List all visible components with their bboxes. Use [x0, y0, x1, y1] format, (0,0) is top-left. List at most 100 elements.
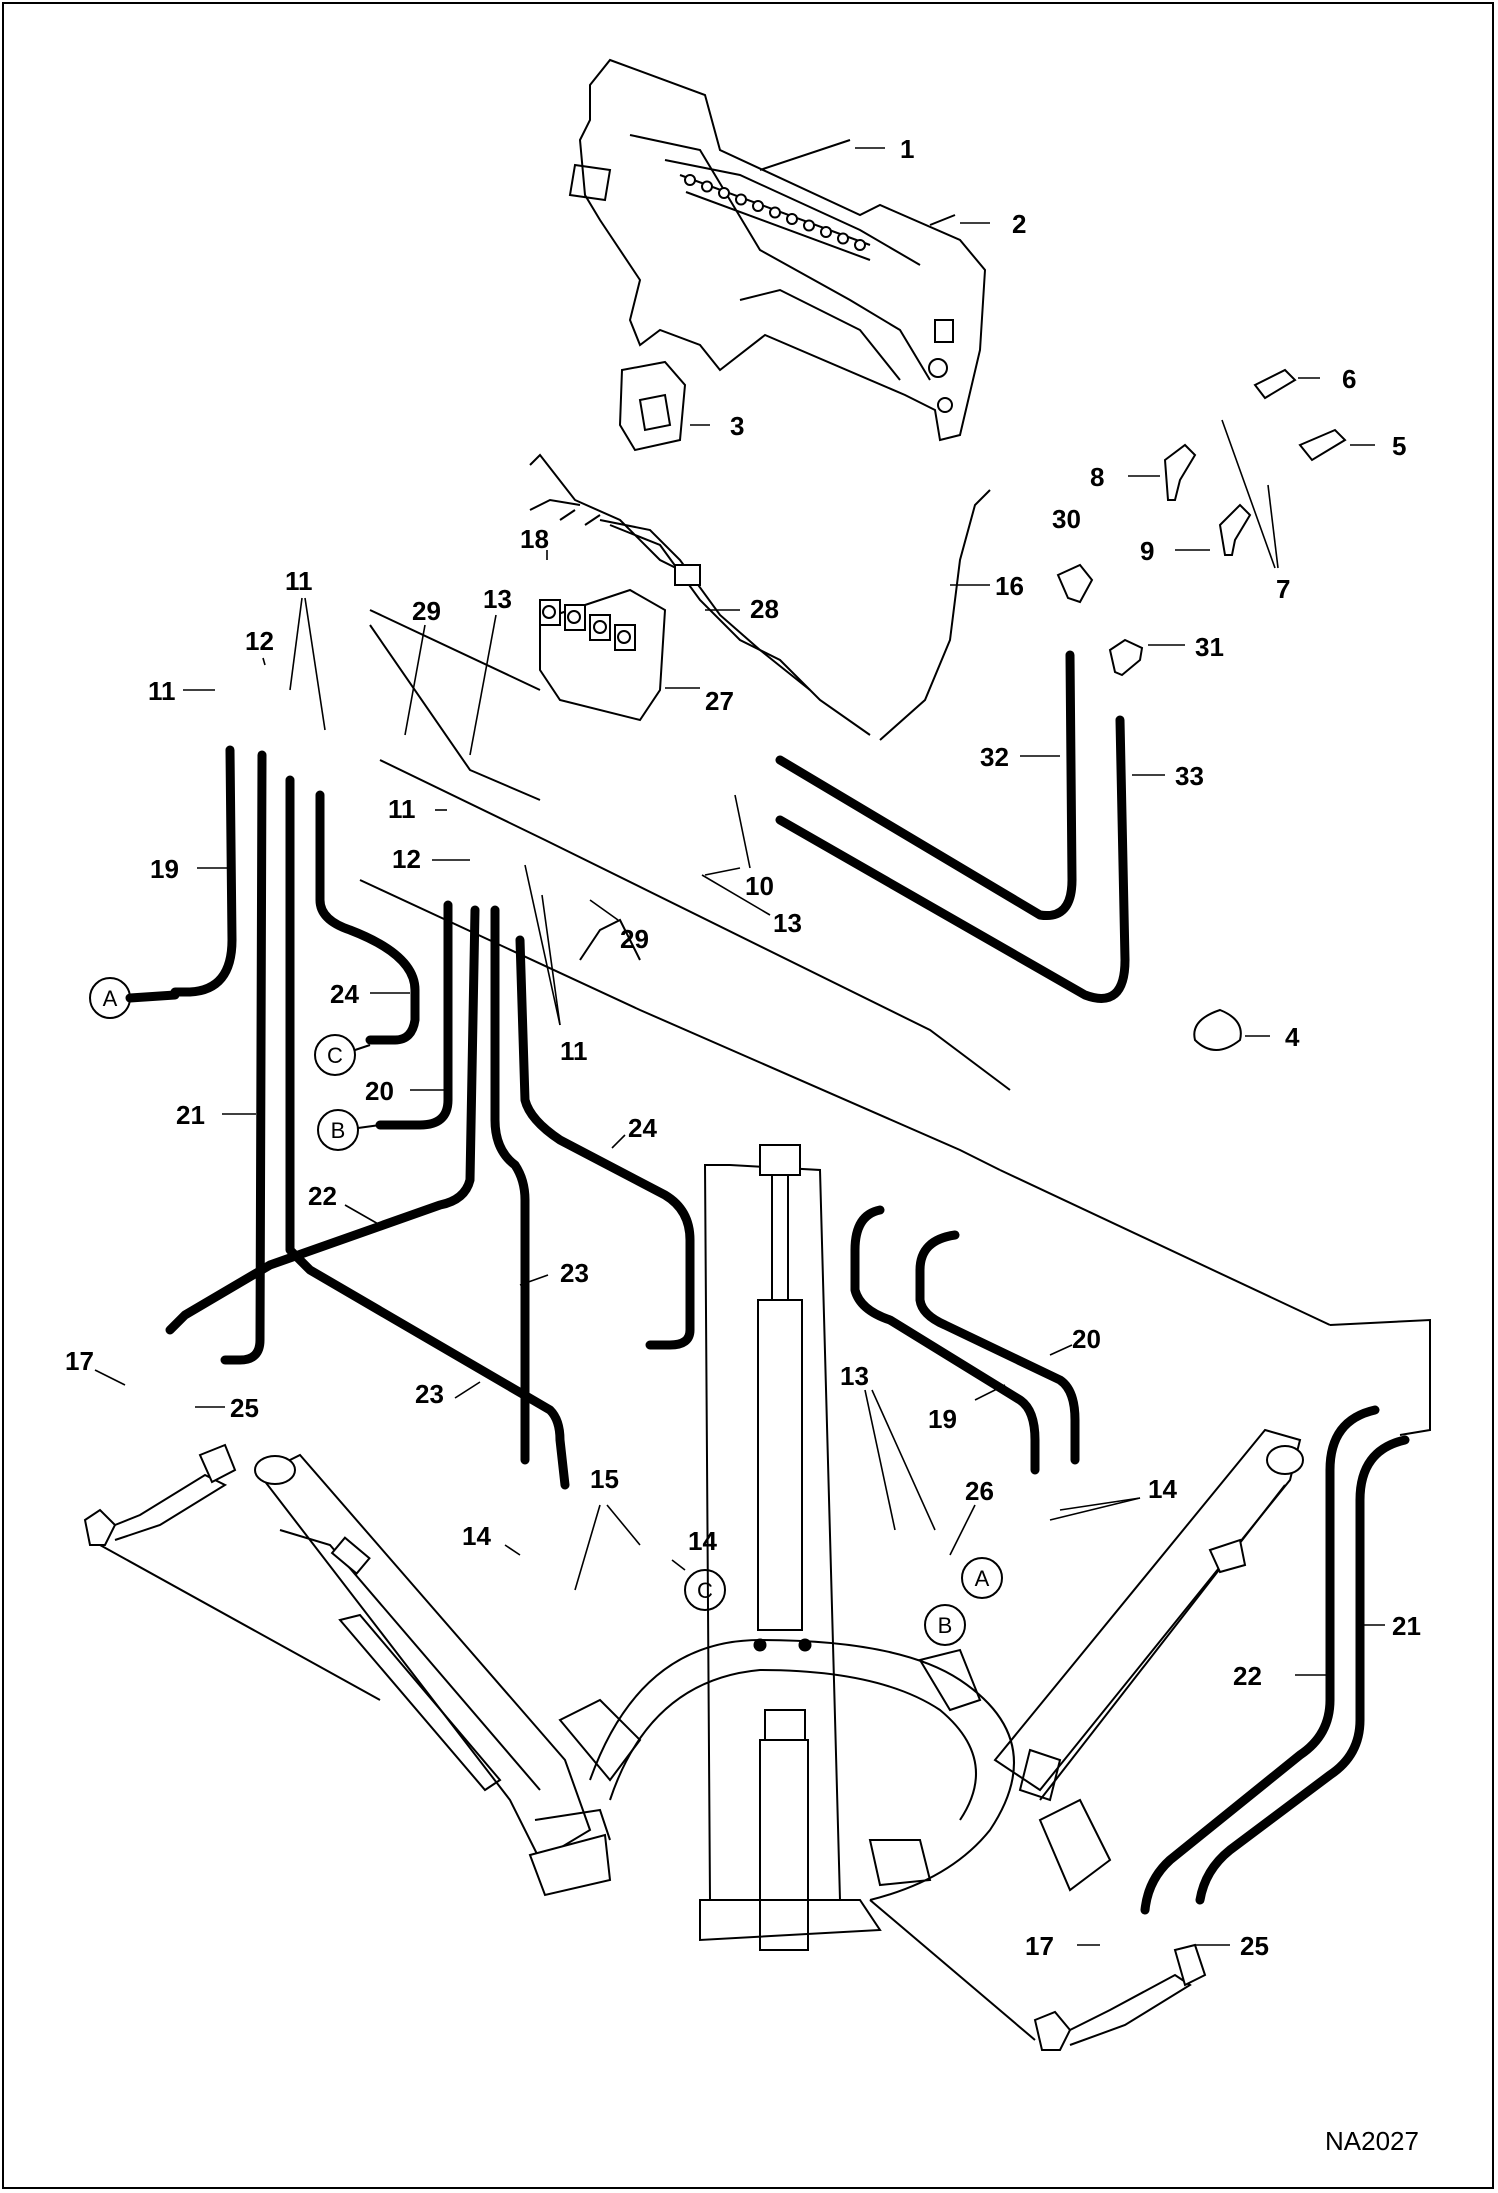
elbow-part-30	[1056, 563, 1094, 604]
callout-3: 3	[730, 411, 744, 441]
callout-25-b: 25	[1240, 1931, 1269, 1961]
callout-1: 1	[900, 134, 914, 164]
hose-part-23	[490, 905, 530, 1465]
hose-part-20-right	[915, 1230, 1080, 1465]
hose-part-19-left	[170, 745, 237, 997]
bolt-hole	[854, 239, 866, 251]
callout-17-b: 17	[1025, 1931, 1054, 1961]
callout-13-a: 13	[483, 584, 512, 614]
callout-12-a: 12	[245, 626, 274, 656]
callout-17-a: 17	[65, 1346, 94, 1376]
svg-text:B: B	[331, 1118, 346, 1143]
bolt-hole	[820, 226, 832, 238]
marker-b-right: B	[924, 1604, 966, 1646]
callout-30: 30	[1052, 504, 1081, 534]
hose-part-22-right	[1140, 1405, 1380, 1915]
callout-15: 15	[590, 1464, 619, 1494]
drawing-code: NA2027	[1325, 2126, 1419, 2156]
bolt-part-1	[759, 139, 851, 171]
callout-13-c: 13	[840, 1361, 869, 1391]
control-valve	[539, 588, 667, 722]
marker-c-right: C	[684, 1569, 726, 1611]
callout-12-b: 12	[392, 844, 421, 874]
svg-text:C: C	[327, 1043, 343, 1068]
callout-11-b: 11	[285, 566, 313, 596]
hose-part-24-right	[515, 935, 695, 1350]
bolt-hole	[752, 200, 764, 212]
fitting-part-8	[1163, 443, 1197, 501]
callout-14-c: 14	[1148, 1474, 1177, 1504]
callout-4: 4	[1285, 1022, 1300, 1052]
hose-part-22-left	[285, 775, 570, 1490]
bolt-hole	[769, 206, 781, 219]
fitting-part-9	[1218, 503, 1252, 556]
callout-21-a: 21	[176, 1100, 205, 1130]
callout-19-b: 19	[928, 1404, 957, 1434]
harness-part-16	[879, 489, 991, 741]
bolt-hole	[786, 213, 798, 225]
callout-22-a: 22	[308, 1181, 337, 1211]
marker-a-right: A	[961, 1557, 1003, 1599]
right-arm	[993, 1428, 1304, 1802]
callout-20-b: 20	[1072, 1324, 1101, 1354]
bolt-holes	[684, 174, 866, 251]
svg-text:A: A	[975, 1566, 990, 1591]
hose-part-19-right	[850, 1205, 1040, 1475]
bolt-hole	[735, 193, 747, 206]
marker-b-left: B	[317, 1109, 381, 1151]
callout-23-b: 23	[415, 1379, 444, 1409]
bolt-hole	[837, 232, 849, 245]
wiring-harness	[529, 453, 871, 736]
callout-25-a: 25	[230, 1393, 259, 1423]
callout-28: 28	[750, 594, 779, 624]
coupler-part-5	[1298, 428, 1347, 462]
routing-outline	[359, 609, 1431, 1436]
circle-markers: A C B C A B	[89, 977, 1003, 1646]
base-ring	[558, 1638, 1112, 1901]
callout-6: 6	[1342, 364, 1356, 394]
hose-part-20-left	[375, 900, 453, 1130]
callout-21-b: 21	[1392, 1611, 1421, 1641]
hose-part-33	[775, 715, 1130, 1003]
callout-14-b: 14	[688, 1526, 717, 1556]
callout-13-b: 13	[773, 908, 802, 938]
bolt-hole	[701, 180, 713, 193]
left-small-cylinder	[83, 1443, 381, 1701]
callout-24-b: 24	[628, 1113, 657, 1143]
center-cylinder	[699, 1144, 882, 1951]
callout-19-a: 19	[150, 854, 179, 884]
left-arm	[254, 1453, 612, 1897]
callout-24-a: 24	[330, 979, 359, 1009]
callout-14-a: 14	[462, 1521, 491, 1551]
callout-29-a: 29	[412, 596, 441, 626]
right-small-cylinder	[869, 1899, 1207, 2051]
callout-11-d: 11	[560, 1036, 588, 1066]
callout-7: 7	[1276, 574, 1290, 604]
marker-c-left: C	[314, 1034, 371, 1076]
callout-27: 27	[705, 686, 734, 716]
bolt-part-2	[929, 214, 956, 226]
hose-part-21-left	[220, 750, 267, 1365]
callout-23-a: 23	[560, 1258, 589, 1288]
hose-part-32	[775, 650, 1077, 921]
callout-11-a: 11	[148, 676, 176, 706]
marker-a-left: A	[89, 977, 180, 1019]
callouts: 1 2 3 4 5 6 7 8 9 10 11 11 11	[65, 134, 1421, 1961]
callout-5: 5	[1392, 431, 1406, 461]
switch-part-3	[618, 360, 687, 452]
hose-part-24-left	[315, 790, 420, 1045]
callout-2: 2	[1012, 209, 1026, 239]
callout-8: 8	[1090, 462, 1104, 492]
bolt-hole	[684, 174, 696, 186]
ring-part-4	[1193, 1008, 1242, 1051]
mounting-frame	[568, 58, 987, 442]
callout-31: 31	[1195, 632, 1224, 662]
callout-18: 18	[520, 524, 549, 554]
callout-22-b: 22	[1233, 1661, 1262, 1691]
callout-10: 10	[745, 871, 774, 901]
bolt-hole	[803, 219, 815, 232]
elbow-part-31	[1108, 638, 1144, 677]
callout-32: 32	[980, 742, 1009, 772]
